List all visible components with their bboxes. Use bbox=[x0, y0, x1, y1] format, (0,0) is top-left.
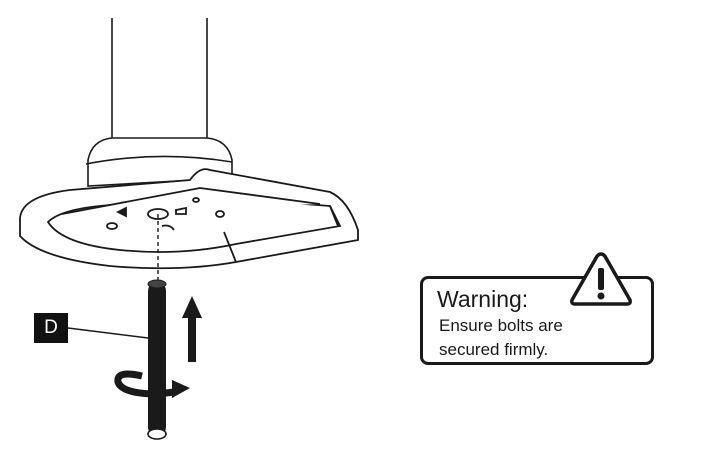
up-arrow-icon bbox=[182, 296, 202, 362]
warning-triangle-icon bbox=[570, 252, 632, 306]
mount-plate bbox=[19, 168, 359, 270]
warning-title: Warning: bbox=[437, 286, 529, 312]
rotate-arrow-icon bbox=[114, 370, 190, 398]
warning-text-line-1: Ensure bolts are bbox=[439, 316, 563, 335]
mount-pole bbox=[111, 18, 208, 150]
bolt-d bbox=[147, 279, 167, 440]
part-label-d: D bbox=[34, 313, 68, 343]
warning-callout: Warning: Ensure bolts are secured firmly… bbox=[420, 276, 654, 365]
part-leader-line bbox=[67, 327, 149, 339]
warning-text-line-2: secured firmly. bbox=[439, 340, 549, 359]
